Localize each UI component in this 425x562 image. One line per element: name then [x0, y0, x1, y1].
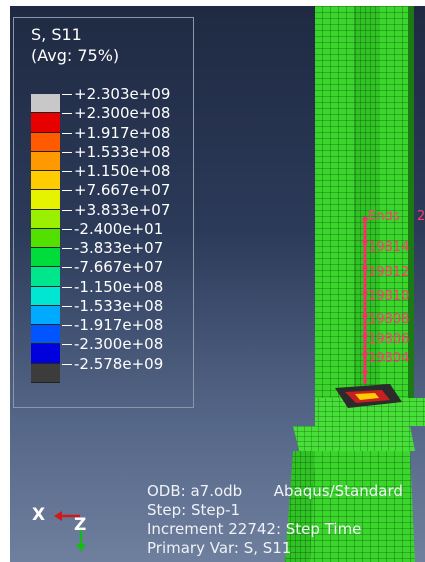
legend-tick [62, 228, 72, 230]
node-label-5: 19808 [368, 312, 409, 327]
solver-name: Abaqus/Standard [273, 482, 403, 500]
legend-tick [62, 325, 72, 326]
legend-swatch [31, 267, 60, 287]
legend-label: +2.300e+08 [74, 104, 171, 123]
node-label-3: 19812 [368, 265, 409, 280]
legend-tick [62, 267, 72, 269]
legend-label: +1.917e+08 [74, 123, 171, 142]
legend-swatch [31, 228, 60, 248]
node-label-2: 19814 [368, 240, 409, 255]
legend-title: S, S11 [31, 25, 82, 44]
legend-swatch [31, 94, 60, 114]
edge-nodes [362, 216, 368, 375]
legend-label: -2.300e+08 [74, 335, 164, 354]
legend-swatch [31, 325, 60, 345]
lower-beam-flange [293, 426, 415, 454]
legend-swatch [31, 151, 60, 171]
model-view[interactable]: Ends 2 19814 19812 19810 19808 19806 198… [10, 6, 425, 562]
legend-label: +2.303e+09 [74, 85, 171, 103]
info-block: ODB: a7.odb Abaqus/Standard Step: Step-1… [147, 482, 403, 558]
legend-swatch [31, 286, 60, 306]
legend-swatch [31, 363, 60, 383]
column-edge [408, 6, 414, 401]
node-label-6: 19806 [368, 332, 409, 347]
lower-beam-side [285, 451, 315, 562]
coordinate-triad: X Z [32, 505, 86, 552]
legend-tick [62, 171, 72, 172]
legend-label: -2.400e+01 [74, 219, 164, 238]
legend-tick [62, 132, 72, 134]
legend-tick [62, 94, 72, 95]
triad-z-label: Z [74, 515, 86, 535]
step-name: Step: Step-1 [147, 501, 241, 519]
column-flange-right [380, 6, 408, 401]
legend-label: -7.667e+07 [74, 258, 164, 277]
legend-tick [62, 305, 72, 307]
base-plate [315, 398, 425, 426]
triad-x-label: X [32, 505, 45, 525]
legend-label: +1.533e+08 [74, 142, 171, 161]
lower-beam-web [310, 451, 415, 562]
legend-subtitle: (Avg: 75%) [31, 46, 120, 65]
legend-label: +7.667e+07 [74, 181, 171, 200]
legend-label: -1.917e+08 [74, 316, 164, 334]
legend-label: -1.150e+08 [74, 277, 164, 296]
ends-label: Ends [368, 209, 400, 224]
legend-box [13, 17, 194, 408]
legend-swatch [31, 344, 60, 364]
increment-info: Increment 22742: Step Time [147, 520, 362, 538]
legend-label: -3.833e+07 [74, 239, 164, 257]
legend-swatch [31, 190, 60, 210]
legend-label: -1.533e+08 [74, 296, 164, 315]
legend-swatch [31, 248, 60, 268]
legend-tick [62, 113, 72, 115]
legend-swatch [31, 113, 60, 133]
legend-label: +3.833e+07 [74, 200, 171, 219]
buckled-zone-warm [355, 393, 379, 400]
odb-name: ODB: a7.odb [147, 482, 243, 500]
legend-tick [62, 286, 72, 288]
legend-tick [62, 190, 72, 192]
column-web [355, 6, 380, 401]
legend-tick [62, 363, 72, 365]
legend-label: -2.578e+09 [74, 354, 164, 373]
legend-tick [62, 344, 72, 346]
legend-swatch [31, 132, 60, 152]
column-flange-left [315, 6, 355, 401]
viewport[interactable]: Ends 2 19814 19812 19810 19808 19806 198… [10, 6, 425, 562]
legend-tick [62, 248, 72, 249]
node-label-1: 2 [417, 209, 425, 224]
legend-swatch [31, 171, 60, 191]
node-label-7: 19804 [368, 351, 409, 366]
legend-swatch [31, 305, 60, 325]
node-label-4: 19810 [368, 289, 409, 304]
triad-x-arrow [54, 511, 62, 521]
triad-y-arrow [76, 544, 86, 552]
legend-tick [62, 151, 72, 153]
primary-var: Primary Var: S, S11 [147, 539, 292, 557]
legend-swatch [31, 209, 60, 229]
legend-label: +1.150e+08 [74, 162, 171, 180]
legend-tick [62, 209, 72, 211]
